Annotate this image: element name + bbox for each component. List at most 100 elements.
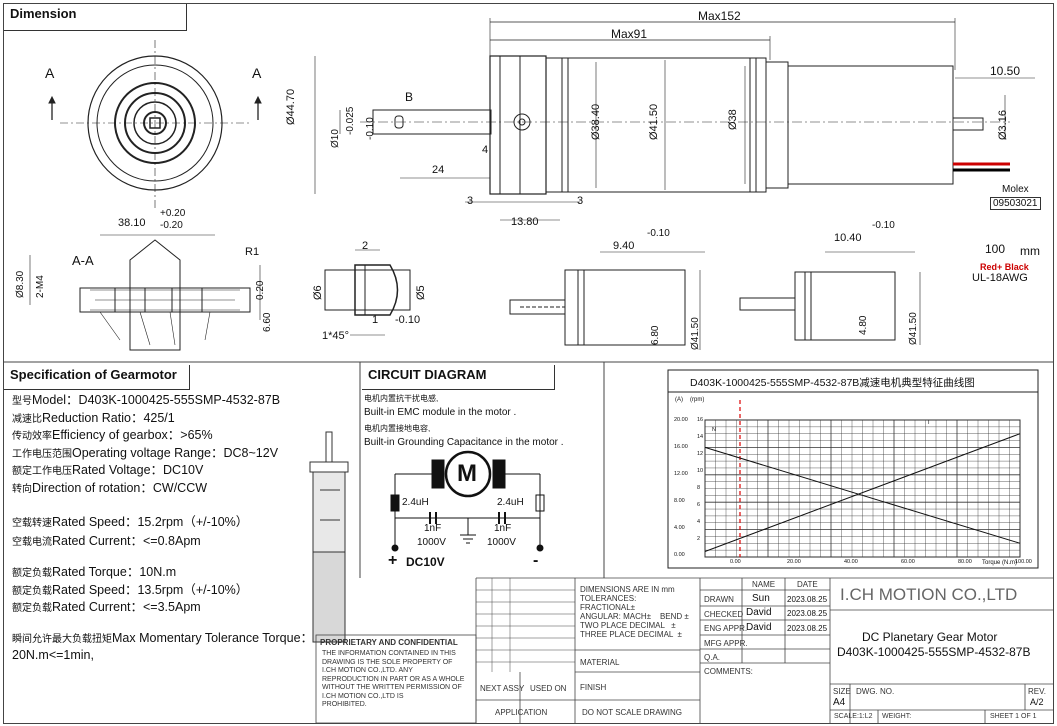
drawn-name: Sun [752,593,770,604]
dim-d10: Ø10 [330,129,341,148]
spec-line-en: Rated Speed：15.2rpm（+/-10%） [52,515,249,529]
series-line-I [704,433,1021,552]
dim-l1380: 13.80 [511,216,539,228]
circuit-schematic [390,450,545,552]
circuit-note-en1: Built-in EMC module in the motor . [364,407,517,418]
dim-max152: Max152 [698,9,741,23]
used-on-label: USED ON [530,684,567,693]
size-value: A4 [833,697,846,708]
circuit-note-cn2: 电机内置接地电容, [364,424,431,433]
comments-label: COMMENTS: [704,667,753,676]
dim-d38: Ø38 [727,109,739,130]
material-label: MATERIAL [580,658,620,667]
dim-tol-m020: -0.20 [160,220,183,231]
section-aa [29,234,261,351]
spec-line-cn: 额定负载 [12,585,52,597]
y-right-tick-label: 16 [697,417,704,423]
dim-b-d5: Ø5 [415,285,427,300]
x-tick-label: 60.00 [901,559,915,565]
supply-voltage: DC10V [406,555,445,569]
rev-label: REV. [1028,687,1046,696]
spec-line: 20N.m<=1min, [12,647,94,665]
chart-title: D403K-1000425-555SMP-4532-87B减速电机典型特征曲线图 [690,377,975,389]
chart-unit-rpm: (rpm) [690,397,705,403]
dim-r-d4150-a: Ø41.50 [690,317,701,350]
spec-line-en: Reduction Ratio：425/1 [42,410,175,425]
dim-r-1040: 10.40 [834,232,862,244]
prop-text: THE INFORMATION CONTAINED IN THIS DRAWIN… [322,650,465,708]
capacitor-1-voltage: 1000V [417,537,446,548]
dim-l660: 6.60 [262,312,273,332]
dim-r-940-tol: -0.10 [647,228,670,239]
dim-l3a: 3 [467,195,474,207]
dim-b-chamfer: 1*45° [322,330,350,342]
wire-length: 100 [985,242,1006,256]
gearmotor-sketch [309,431,349,643]
spec-line: 额定工作电压Rated Voltage：DC10V [12,462,203,480]
dim-r-d4150-b: Ø41.50 [908,312,919,345]
chart-frame [667,369,1039,569]
capacitor-2-voltage: 1000V [487,537,516,548]
eng-appr-label: ENG APPR. [704,624,748,633]
dim-tol-m0025: -0.025 [345,106,356,135]
spec-line-en: Rated Voltage：DC10V [72,463,204,477]
drawn-date: 2023.08.25 [787,595,828,604]
wire-awg: UL-18AWG [972,272,1028,284]
y-left-tick-label: 4.00 [674,525,685,531]
spec-line: 额定负载Rated Current：<=3.5Apm [12,599,201,617]
spec-line-cn: 额定负载 [12,568,52,579]
inductor-2: 2.4uH [497,497,524,508]
spec-line: 转向Direction of rotation：CW/CCW [12,480,207,498]
view-label-a-left: A [45,65,55,81]
y-left-tick-label: 8.00 [674,498,685,504]
dim-r-680: 6.80 [650,325,661,345]
size-label: SIZE [833,687,851,696]
dim-r-940: 9.40 [613,240,635,252]
y-right-tick-label: 2 [697,536,701,542]
date-header: DATE [797,580,818,589]
spec-line-cn: 额定负载 [12,603,52,614]
spec-line-en: Rated Current：<=3.5Apm [52,600,201,614]
mfg-appr-label: MFG APPR. [704,639,748,648]
series-label-i: I [928,420,930,426]
dim-max91: Max91 [611,27,648,41]
dimension-title: Dimension [4,4,187,31]
dimension-note: DIMENSIONS ARE IN mm TOLERANCES: FRACTIO… [580,585,689,639]
eng-date: 2023.08.25 [787,624,828,633]
dim-d316: Ø3.16 [997,110,1009,140]
y-right-tick-label: 8 [697,485,701,491]
molex-label: Molex [1002,184,1029,195]
spec-line-en: Model：D403K-1000425-555SMP-4532-87B [32,393,281,407]
spec-line: 工作电压范围Operating voltage Range：DC8~12V [12,445,278,463]
spec-line: 额定负载Rated Torque：10N.m [12,564,176,582]
spec-line: 型号Model：D403K-1000425-555SMP-4532-87B [12,392,280,410]
eng-name: David [746,622,772,633]
spec-line-cn: 型号 [12,396,32,407]
chart-series [704,433,1021,552]
side-view [314,18,1035,221]
spec-line-en: Rated Speed：13.5rpm（+/-10%） [52,582,249,597]
chart-grid [704,400,1021,558]
y-left-tick-label: 20.00 [674,417,688,423]
x-tick-label: 20.00 [787,559,801,565]
y-right-tick-label: 4 [697,519,701,525]
dim-d830: Ø8.30 [15,270,26,298]
terminal-minus: - [533,552,539,569]
spec-line: 传动效率Efficiency of gearbox：>65% [12,427,213,445]
motor-symbol: M [457,460,477,487]
dim-r-1040-tol: -0.10 [872,220,895,231]
y-left-tick-label: 16.00 [674,444,688,450]
circuit-note-cn1: 电机内置抗干扰电感, [364,394,439,403]
next-assy-label: NEXT ASSY [480,684,525,693]
spec-line-en: Efficiency of gearbox：>65% [52,428,213,442]
x-tick-label: 80.00 [958,559,972,565]
view-label-a-right: A [252,65,262,81]
spec-line-cn: 瞬间允许最大负载扭矩 [12,634,112,645]
dim-d4470: Ø44.70 [285,88,297,125]
terminal-plus: + [388,552,398,569]
y-right-tick-label: 14 [697,434,704,440]
spec-line-cn: 额定工作电压 [12,466,72,477]
molex-number: 09503021 [990,197,1041,210]
dim-b-1: 1 [372,314,379,326]
